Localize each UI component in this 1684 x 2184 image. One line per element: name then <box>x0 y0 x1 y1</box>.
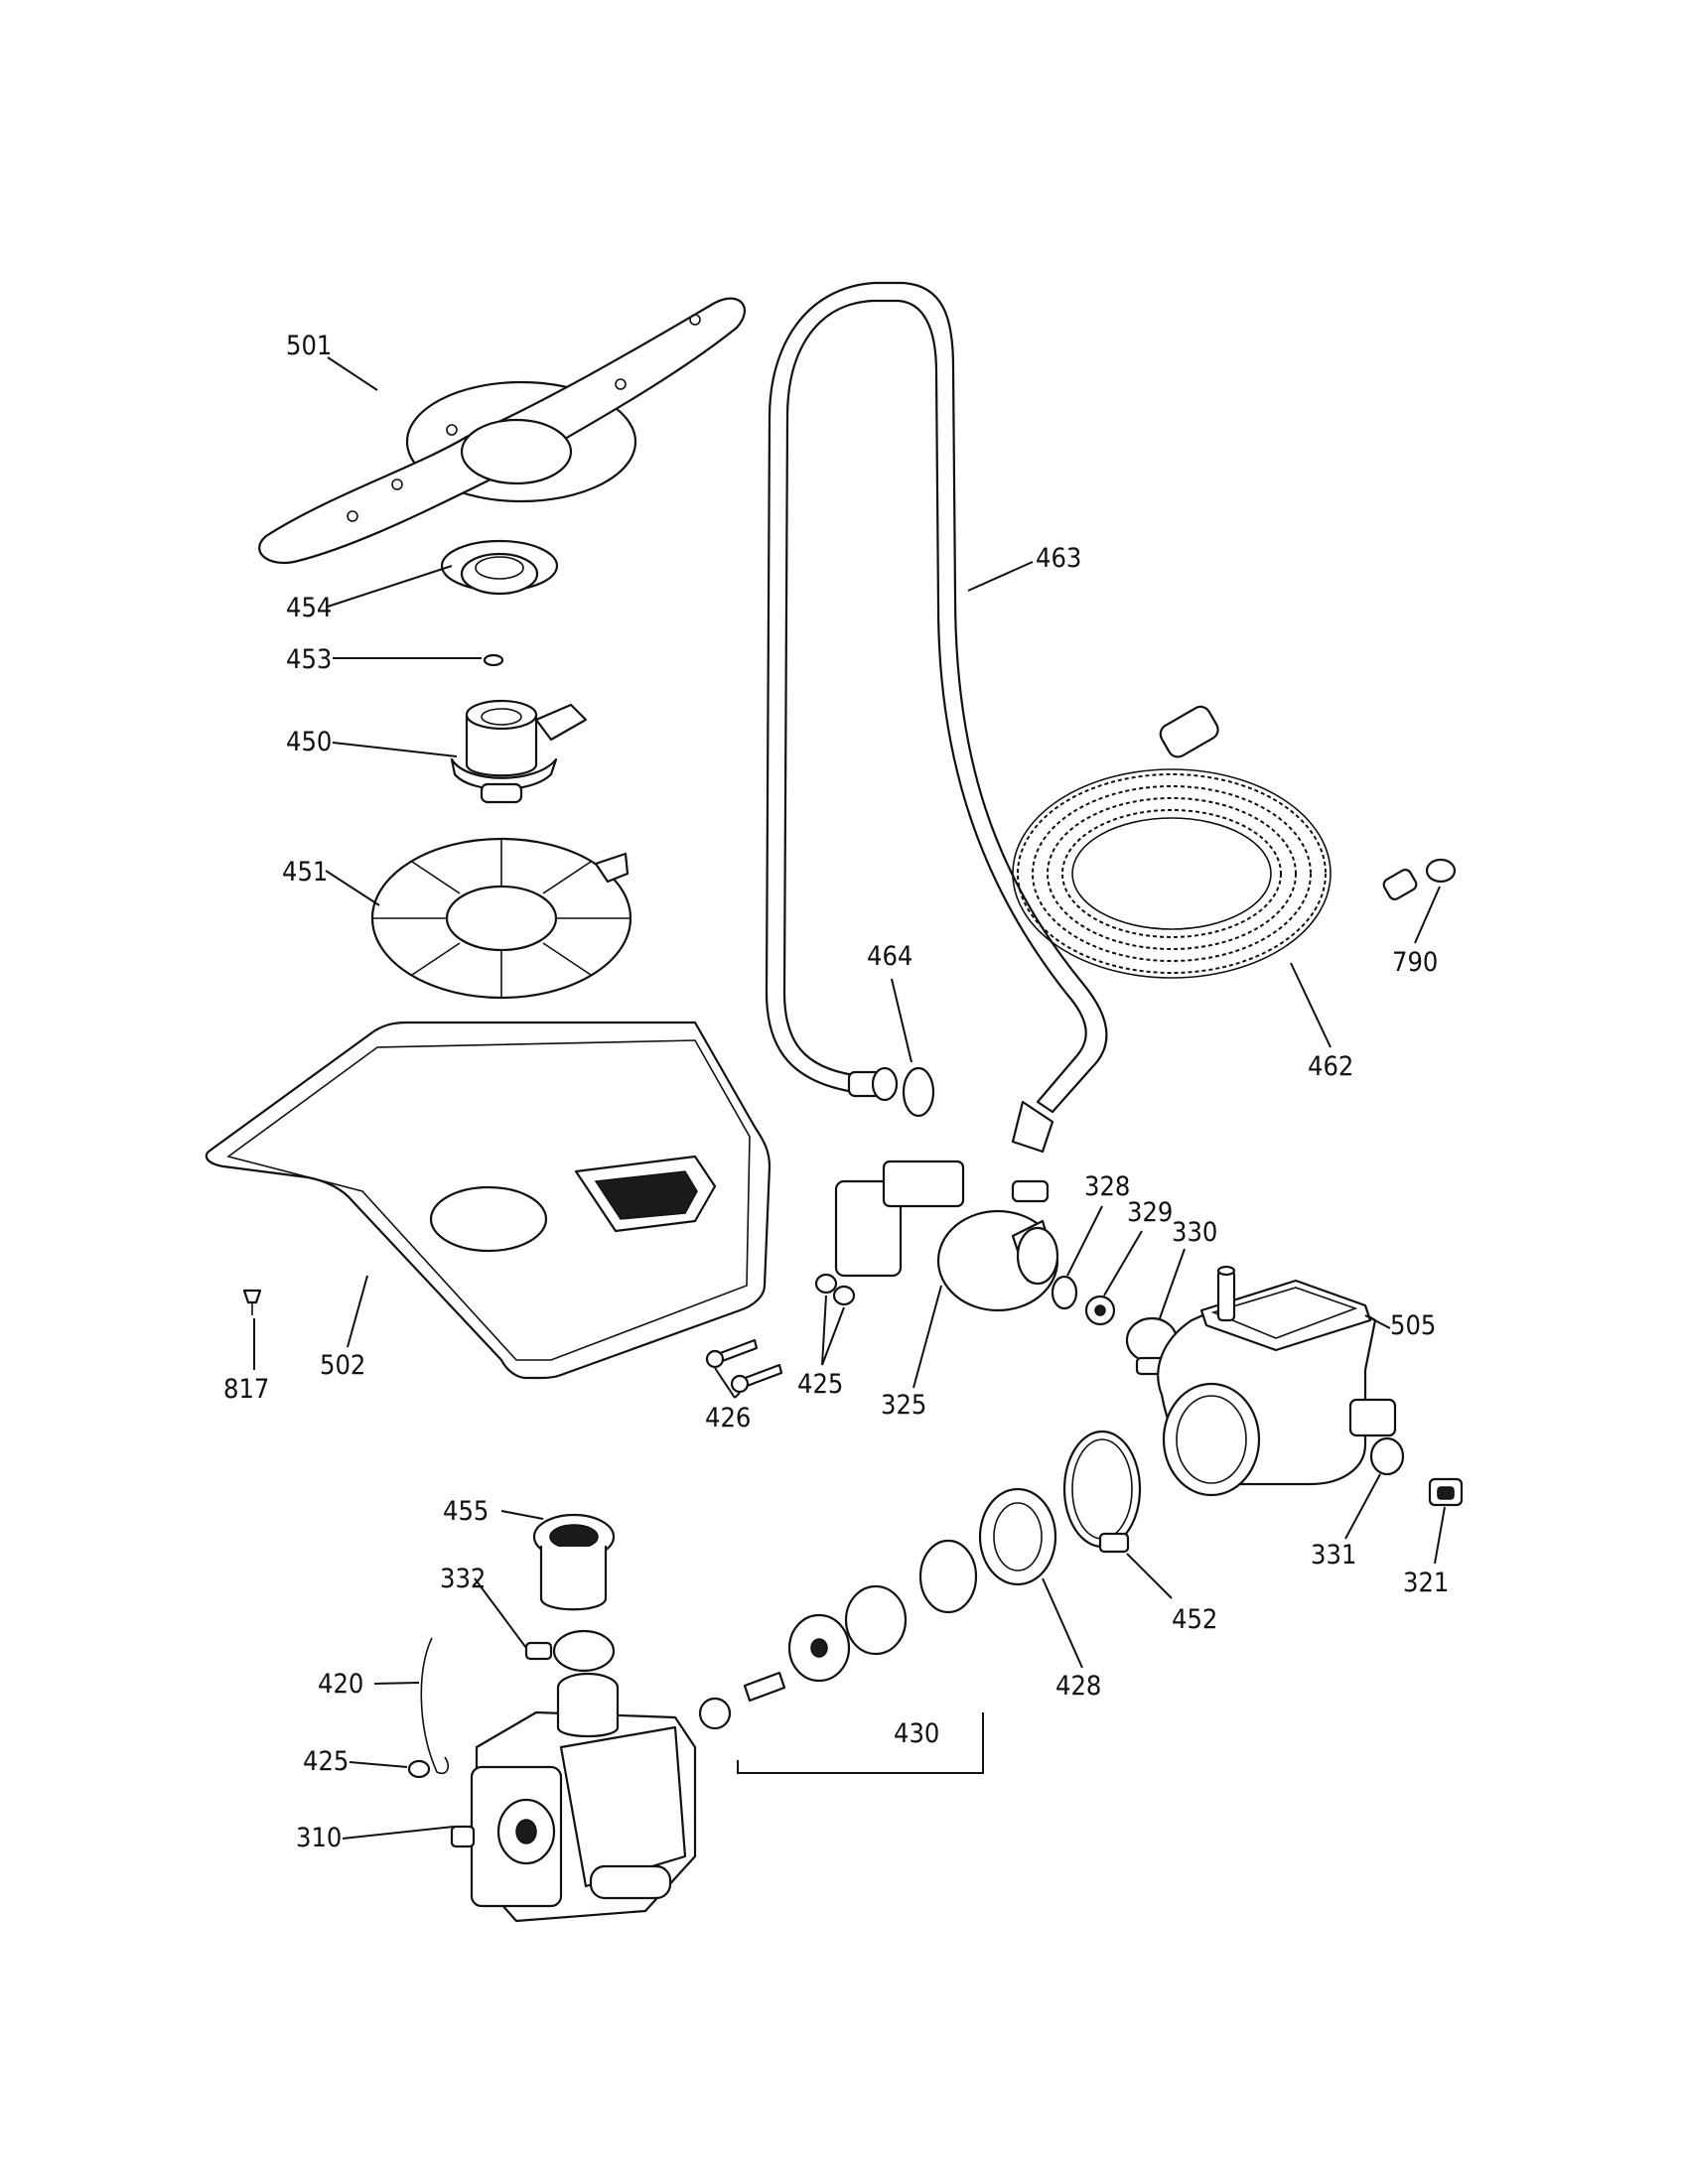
callout-463: 463 <box>1036 543 1081 574</box>
part-505 <box>1157 1265 1397 1497</box>
callout-329: 329 <box>1127 1197 1173 1228</box>
part-502 <box>205 1021 772 1380</box>
callout-325: 325 <box>881 1390 926 1421</box>
part-430 <box>698 1539 978 1730</box>
spray-arm-501 <box>258 297 746 565</box>
callout-328: 328 <box>1084 1171 1130 1202</box>
part-452 <box>1062 1430 1142 1554</box>
callout-455: 455 <box>443 1496 489 1527</box>
part-464 <box>902 1066 935 1118</box>
part-454 <box>440 539 559 596</box>
callout-332: 332 <box>440 1564 486 1594</box>
part-331 <box>1369 1436 1405 1476</box>
callout-817: 817 <box>223 1374 269 1405</box>
callout-430: 430 <box>894 1718 939 1749</box>
callout-labels: 501 454 453 450 451 502 817 463 464 462 … <box>223 331 1449 1853</box>
part-325 <box>834 1160 1059 1312</box>
callout-451: 451 <box>282 857 328 887</box>
callout-426: 426 <box>705 1403 751 1433</box>
part-453 <box>483 653 504 667</box>
part-462 <box>1012 705 1418 979</box>
leader-lines <box>253 356 1446 1840</box>
part-328 <box>1051 1275 1078 1310</box>
part-463 <box>765 281 1108 1154</box>
part-420 <box>420 1637 449 1775</box>
callout-505: 505 <box>1390 1310 1436 1341</box>
part-425-upper <box>814 1273 856 1306</box>
callout-452: 452 <box>1172 1604 1217 1635</box>
callout-450: 450 <box>286 727 332 757</box>
part-428 <box>978 1487 1057 1586</box>
callout-310: 310 <box>296 1823 342 1853</box>
callout-425-upper: 425 <box>797 1369 843 1400</box>
part-450 <box>450 699 588 804</box>
part-425-lower <box>407 1759 431 1779</box>
part-310 <box>450 1672 697 1923</box>
part-426 <box>705 1338 783 1394</box>
part-321 <box>1428 1477 1464 1507</box>
callout-321: 321 <box>1403 1568 1449 1598</box>
callout-453: 453 <box>286 644 332 675</box>
callout-454: 454 <box>286 593 332 623</box>
part-329 <box>1084 1295 1116 1326</box>
callout-428: 428 <box>1055 1671 1101 1702</box>
callout-462: 462 <box>1308 1051 1353 1082</box>
callout-425-lower: 425 <box>303 1746 349 1777</box>
part-817 <box>242 1289 262 1315</box>
part-332 <box>524 1629 616 1673</box>
callout-501: 501 <box>286 331 332 361</box>
callout-420: 420 <box>318 1669 363 1700</box>
part-790 <box>1425 858 1457 884</box>
part-451 <box>370 837 632 1000</box>
callout-330: 330 <box>1172 1217 1217 1248</box>
part-455 <box>532 1513 616 1611</box>
callout-331: 331 <box>1311 1540 1356 1570</box>
callout-790: 790 <box>1392 947 1438 978</box>
callout-502: 502 <box>320 1350 365 1381</box>
callout-464: 464 <box>867 941 912 972</box>
